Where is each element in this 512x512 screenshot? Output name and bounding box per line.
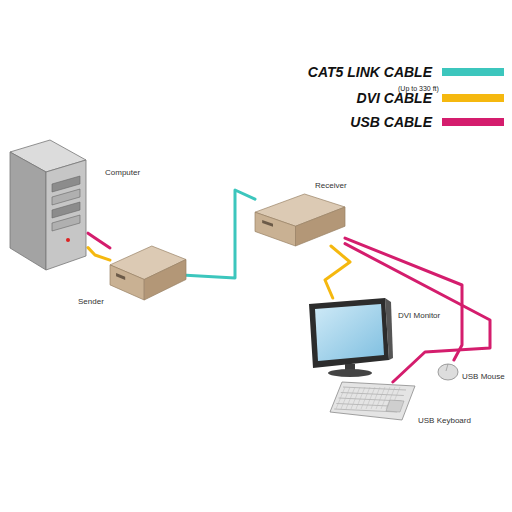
legend-swatch [442,68,504,76]
tower-side [10,152,46,270]
dvi-monitor-outline [305,298,395,378]
mouse-button-split [446,364,448,371]
power-led [66,238,70,242]
unit-side [144,260,186,301]
sender-unit-outline [110,246,186,300]
device-label: USB Keyboard [418,416,471,426]
drive-bay [52,189,80,205]
unit-side [296,207,346,246]
dvi-monitor: DVI Monitor [305,298,395,378]
legend-swatch [442,94,504,102]
usb-mouse-outline [436,360,460,382]
drive-bay [52,215,80,231]
key-col [346,387,355,409]
legend-text: CAT5 LINK CABLE [230,62,432,82]
key-col [351,387,360,409]
usb-keyboard: USB Keyboard [330,382,415,420]
key-col [336,387,345,409]
key-col [341,387,350,409]
monitor-screen [315,304,384,361]
cable-connector [325,246,350,298]
legend: CAT5 LINK CABLEDVI CABLEUSB CABLE(Up to … [0,0,512,140]
device-label: Receiver [315,181,347,191]
computer-tower-outline [8,138,88,273]
legend-text: USB CABLE [230,112,432,132]
cable-connector [88,248,110,260]
monitor-bezel [309,298,389,368]
usb-keyboard-outline [330,382,415,420]
device-label: DVI Monitor [398,311,440,321]
legend-row: USB CABLE [230,112,432,132]
key-col [376,387,385,409]
tower-front [46,160,86,270]
device-label: Sender [78,297,104,307]
mouse-body [438,364,458,380]
keyboard-pad [386,400,404,412]
device-label: USB Mouse [462,372,505,382]
computer-tower: Computer [8,138,88,273]
usb-mouse: USB Mouse [436,360,460,382]
distance-note: (Up to 330 ft) [398,84,439,93]
drive-bay [52,202,80,218]
keyboard-body [330,382,415,420]
receiver-unit: Receiver [255,194,345,246]
key-col [361,387,370,409]
legend-swatch [442,118,504,126]
unit-logo [116,273,125,280]
device-label: Computer [105,168,140,178]
monitor-base [328,369,372,377]
sender-unit: Sender [110,246,186,300]
unit-front [110,265,144,300]
unit-front [255,212,296,246]
key-col [371,387,380,409]
key-col [366,387,375,409]
unit-logo [262,220,273,227]
cable-connector [88,233,110,248]
legend-row: CAT5 LINK CABLE [230,62,432,82]
receiver-unit-outline [255,194,345,246]
key-col [356,387,365,409]
cable-connector [186,190,255,278]
drive-bay [52,176,80,192]
